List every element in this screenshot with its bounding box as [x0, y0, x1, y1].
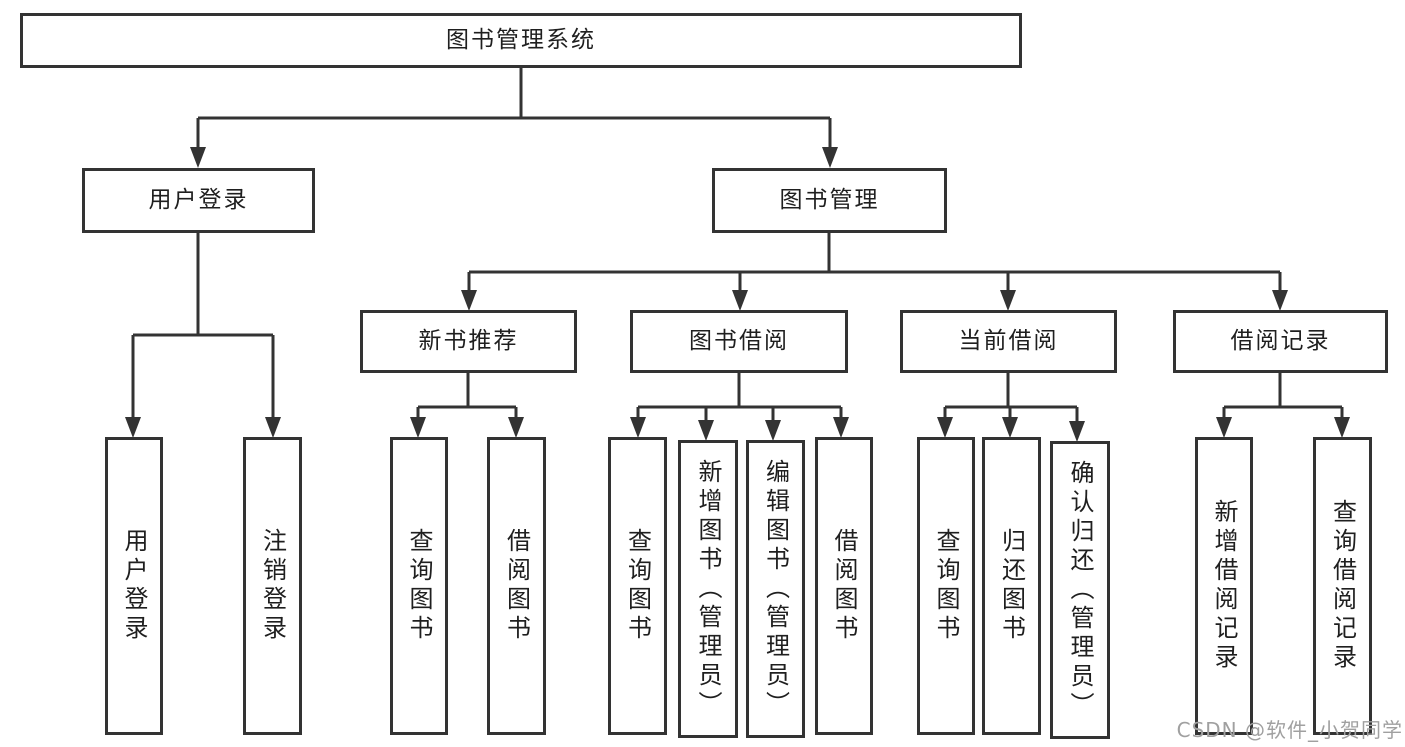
leaf-add-borrow-record: 新增借阅记录 [1195, 437, 1253, 735]
leaf-label: 借阅图书 [502, 528, 531, 644]
node-user-login: 用户登录 [82, 168, 315, 233]
leaf-label: 用户登录 [120, 528, 148, 644]
arrowheads-records-leaves [1216, 417, 1350, 438]
node-library-management-system: 图书管理系统 [20, 13, 1022, 68]
leaf-query-books-borrow: 查询图书 [608, 437, 667, 735]
leaf-label: 查询图书 [405, 528, 433, 644]
leaf-label: 新增借阅记录 [1210, 499, 1238, 673]
connector-borrow-to-leaves [636, 373, 843, 422]
arrowheads-level3 [461, 290, 1288, 311]
node-label: 用户登录 [148, 187, 249, 213]
arrowheads-current-leaves [937, 417, 1085, 442]
leaf-label: 归还图书 [997, 528, 1026, 644]
connector-records-to-leaves [1222, 373, 1344, 420]
connector-login-to-leaves [131, 233, 275, 420]
leaf-query-books-recommend: 查询图书 [390, 437, 448, 735]
leaf-query-borrow-record: 查询借阅记录 [1313, 437, 1372, 735]
connector-current-to-leaves [943, 373, 1079, 423]
leaf-label: 查询图书 [932, 528, 960, 644]
node-current-borrowing: 当前借阅 [900, 310, 1117, 373]
leaf-add-books-admin: 新增图书（管理员） [678, 440, 738, 738]
node-book-borrowing: 图书借阅 [630, 310, 848, 373]
leaf-borrow-books: 借阅图书 [815, 437, 873, 735]
leaf-confirm-return-admin: 确认归还（管理员） [1050, 441, 1110, 739]
leaf-label: 注销登录 [258, 528, 287, 644]
leaf-query-books-current: 查询图书 [917, 437, 975, 735]
leaf-borrow-books-recommend: 借阅图书 [487, 437, 546, 735]
node-borrowing-records: 借阅记录 [1173, 310, 1388, 373]
node-label: 图书管理 [779, 187, 880, 213]
node-book-management: 图书管理 [712, 168, 947, 233]
leaf-label: 借阅图书 [830, 528, 858, 644]
leaf-logout: 注销登录 [243, 437, 302, 735]
node-label: 当前借阅 [958, 328, 1059, 354]
connector-recommend-to-leaves [416, 373, 518, 420]
leaf-label: 确认归还（管理员） [1066, 459, 1094, 721]
arrowheads-level2 [190, 147, 838, 168]
arrowheads-recommend-leaves [410, 417, 524, 438]
node-label: 新书推荐 [418, 328, 519, 354]
leaf-label: 查询图书 [623, 528, 652, 644]
leaf-user-login: 用户登录 [105, 437, 163, 735]
node-new-book-recommendation: 新书推荐 [360, 310, 577, 373]
connector-root-to-level2 [196, 68, 832, 150]
arrowheads-login-leaves [125, 417, 281, 438]
node-label: 图书管理系统 [446, 27, 596, 53]
node-label: 借阅记录 [1230, 328, 1331, 354]
leaf-edit-books-admin: 编辑图书（管理员） [746, 440, 805, 738]
leaf-label: 编辑图书（管理员） [761, 458, 790, 720]
connector-management-to-level3 [467, 233, 1282, 293]
leaf-label: 查询借阅记录 [1328, 499, 1357, 673]
leaf-label: 新增图书（管理员） [694, 458, 722, 720]
node-label: 图书借阅 [689, 328, 789, 354]
leaf-return-books: 归还图书 [982, 437, 1041, 735]
csdn-watermark: CSDN @软件_小贺同学 [1176, 718, 1403, 742]
